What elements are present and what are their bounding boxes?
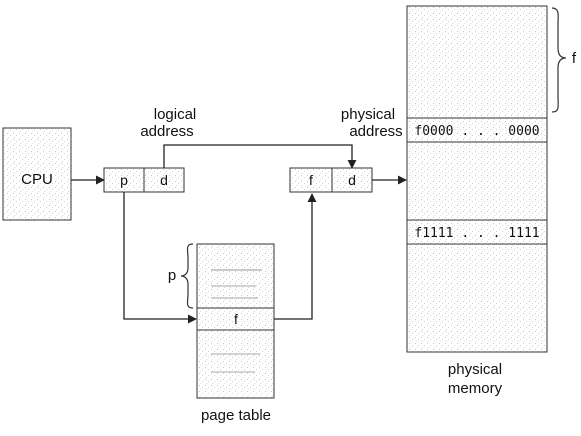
physical-label-line1: physical bbox=[341, 106, 395, 123]
physical-f-field: f bbox=[309, 172, 313, 188]
physical-d-field: d bbox=[348, 172, 356, 188]
logical-label-line2: address bbox=[140, 123, 193, 140]
frame-number-arrow bbox=[274, 193, 317, 320]
physical-label-line2: address bbox=[349, 123, 402, 140]
physical-address-box: f d bbox=[289, 167, 373, 193]
frame-brace-label: f bbox=[572, 50, 577, 67]
logical-address-box: p d bbox=[103, 167, 185, 193]
offset-copy-arrow bbox=[163, 144, 357, 169]
page-table-label: page table bbox=[201, 407, 271, 424]
frame-brace bbox=[551, 7, 567, 113]
page-table-entry-f: f bbox=[234, 311, 238, 327]
frame-body bbox=[406, 141, 548, 221]
logical-label-line1: logical bbox=[154, 106, 197, 123]
frame-end-address: f1111 . . . 1111 bbox=[414, 226, 539, 241]
page-table-p-label: p bbox=[168, 267, 176, 284]
cpu-box: CPU bbox=[2, 127, 72, 221]
page-index-brace bbox=[180, 243, 194, 309]
cpu-label: CPU bbox=[21, 171, 53, 188]
page-number-index-arrow bbox=[123, 192, 197, 324]
page-table: f bbox=[196, 243, 275, 399]
frame-start-address: f0000 . . . 0000 bbox=[414, 124, 539, 139]
frame-start-row bbox=[406, 117, 548, 143]
logical-p-field: p bbox=[120, 172, 128, 188]
logical-d-field: d bbox=[160, 172, 168, 188]
physical-memory-label-line2: memory bbox=[448, 380, 503, 397]
physical-memory-label-line1: physical bbox=[448, 361, 502, 378]
physical-memory: f0000 . . . 0000 f1111 . . . 1111 bbox=[406, 5, 548, 353]
